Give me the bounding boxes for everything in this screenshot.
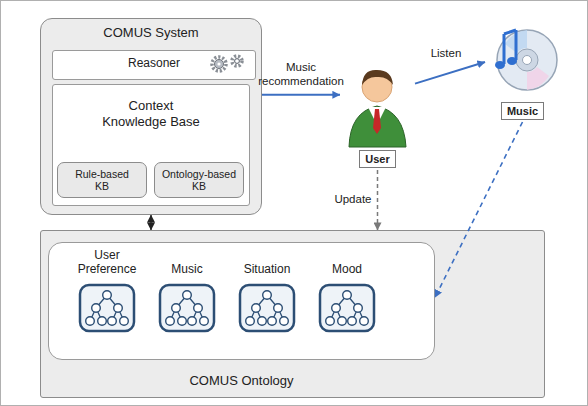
disc-hole xyxy=(523,56,532,65)
note-head xyxy=(495,61,505,69)
tree-node xyxy=(86,317,95,326)
gear-teeth xyxy=(212,57,226,71)
node-text: Situation xyxy=(232,245,302,277)
disc-ring xyxy=(516,49,538,71)
gear-hole xyxy=(217,62,220,65)
tree-node xyxy=(200,317,209,326)
node-text: User xyxy=(359,150,395,168)
node-text: Mood xyxy=(312,245,382,277)
tree-node xyxy=(263,291,272,300)
tree-frame xyxy=(320,285,374,331)
system-box: COMUS SystemReasonerContext Knowledge Ba… xyxy=(40,18,262,215)
tree-node xyxy=(246,317,255,326)
tree-node xyxy=(92,304,101,313)
gear-icon xyxy=(205,52,249,74)
connector-arrow xyxy=(415,62,485,84)
node-text: User Preference xyxy=(72,245,142,277)
connector-arrow xyxy=(150,215,151,230)
tree-icon xyxy=(238,283,296,333)
user-actor: User xyxy=(340,62,415,170)
connector-label: Update xyxy=(334,193,371,207)
tree-node xyxy=(103,291,112,300)
gear-hub xyxy=(235,59,240,64)
node-text: Context Knowledge Base xyxy=(98,98,204,129)
ontology-category: User Preference xyxy=(72,245,142,345)
tree-node xyxy=(172,304,181,313)
knowledge-base-box: Context Knowledge BaseRule-based KB Ontol… xyxy=(52,84,250,206)
tree-node xyxy=(332,304,341,313)
node-text: COMUS System xyxy=(41,19,261,40)
node-text: Music xyxy=(152,245,222,277)
tree-node xyxy=(354,304,363,313)
note-stem xyxy=(504,30,516,64)
tree-node xyxy=(108,317,117,326)
reasoner-box: Reasoner xyxy=(52,50,256,80)
node-text: Music xyxy=(501,102,544,120)
disc xyxy=(497,30,557,90)
connector-arrow xyxy=(377,170,379,230)
tree-node xyxy=(252,304,261,313)
user-icon xyxy=(340,62,415,148)
connector-label: Music recommendation xyxy=(255,61,347,89)
suit-body xyxy=(349,106,406,147)
tree-node xyxy=(120,317,129,326)
ontology-category: Mood xyxy=(312,245,382,345)
tree-node xyxy=(360,317,369,326)
node-text: COMUS Ontology xyxy=(48,373,435,397)
tree-node xyxy=(98,317,107,326)
tree-icon xyxy=(158,283,216,333)
node-text: Ontology-based KB xyxy=(158,168,240,192)
tree-node xyxy=(188,317,197,326)
tree-node xyxy=(166,317,175,326)
tree-icon xyxy=(318,283,376,333)
gear-teeth xyxy=(232,56,242,66)
node-text: Reasoner xyxy=(53,51,255,75)
ontology-category: Music xyxy=(152,245,222,345)
tree-frame xyxy=(160,285,214,331)
connector-arrow xyxy=(262,94,340,96)
kb-box: Ontology-based KB xyxy=(154,162,244,198)
tree-node xyxy=(268,317,277,326)
connector-label: Listen xyxy=(431,47,462,61)
tree-node xyxy=(274,304,283,313)
tree-node xyxy=(183,291,192,300)
ontology-box: COMUS Ontology User Preference Music Situat… xyxy=(40,230,545,398)
gear-hub xyxy=(215,60,224,69)
tree-node xyxy=(326,317,335,326)
tree-node xyxy=(194,304,203,313)
tree-icon xyxy=(78,283,136,333)
tree-node xyxy=(114,304,123,313)
tree-node xyxy=(258,317,267,326)
hair xyxy=(362,70,393,85)
tree-node xyxy=(343,291,352,300)
music-icon xyxy=(485,22,560,100)
tree-node xyxy=(348,317,357,326)
ontology-category: Situation xyxy=(232,245,302,345)
tie xyxy=(373,109,381,134)
connector-arrow xyxy=(435,122,523,297)
tree-node xyxy=(178,317,187,326)
tree-frame xyxy=(80,285,134,331)
tree-frame xyxy=(240,285,294,331)
node-text: Rule-based KB xyxy=(71,168,133,192)
gear-hole xyxy=(235,59,238,62)
note-head xyxy=(507,57,517,65)
kb-box: Rule-based KB xyxy=(57,162,147,198)
tree-node xyxy=(280,317,289,326)
music-item: Music xyxy=(485,22,560,122)
tree-node xyxy=(338,317,347,326)
